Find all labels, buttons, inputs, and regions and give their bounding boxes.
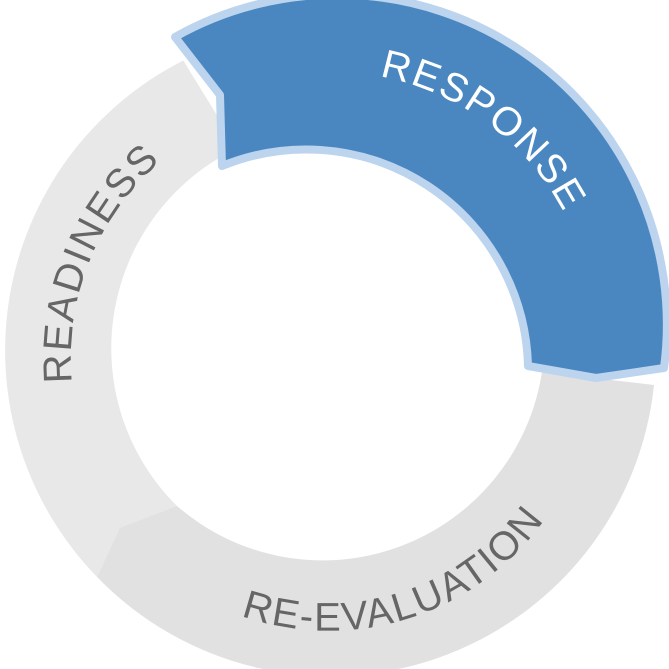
segment-response [171, 0, 669, 382]
segment-readiness [5, 60, 238, 578]
segment-re-evaluation [97, 372, 654, 669]
